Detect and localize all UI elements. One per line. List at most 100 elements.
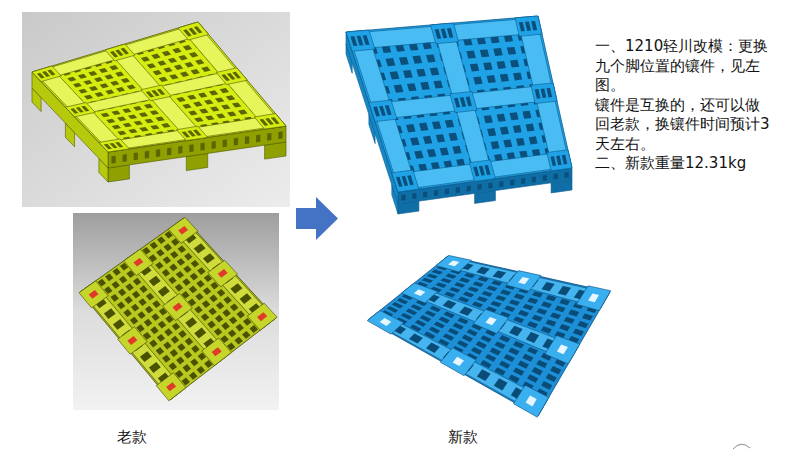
pallet-part [409, 334, 423, 344]
pallet-part [132, 291, 140, 299]
pallet-part [203, 287, 211, 295]
pallet-part [194, 306, 202, 314]
pallet-part [202, 300, 211, 308]
pallet-part [484, 115, 493, 123]
pallet-part [407, 175, 414, 185]
pallet-part [124, 249, 153, 276]
pallet-part [178, 330, 186, 338]
pallet-part [212, 141, 216, 149]
pallet-part [514, 385, 549, 417]
pallet-part [163, 67, 172, 72]
pallet-part [232, 72, 241, 79]
pallet-part [191, 345, 199, 353]
pallet-part [547, 88, 553, 98]
pallet-part [215, 315, 223, 323]
pallet-part [78, 89, 87, 94]
pallet-part [426, 342, 440, 353]
pallet-part [536, 308, 547, 315]
pallet-part [510, 60, 519, 68]
pallet-part [162, 269, 170, 277]
note-line: 天左右。 [595, 134, 655, 154]
pallet-part [439, 317, 450, 324]
pallet-part [178, 146, 182, 154]
pallet-part [95, 92, 104, 97]
pallet-part [115, 72, 124, 77]
pallet-part [476, 341, 487, 349]
pallet-part [493, 48, 502, 56]
render-background [22, 12, 290, 207]
pallet-part [535, 89, 541, 99]
pallet-part [245, 136, 249, 144]
pallet-part [466, 97, 472, 107]
pallet-part [221, 105, 231, 110]
pallet-part [513, 125, 522, 133]
pallet-part [257, 312, 267, 321]
pallet-part [423, 192, 427, 198]
pallet-part [168, 276, 176, 284]
note-line: 回老款，换镶件时间预计3 [595, 114, 770, 134]
pallet-part [412, 193, 416, 199]
pallet-part [177, 258, 185, 266]
pallet-part [399, 57, 409, 65]
pallet-part [169, 74, 178, 79]
pallet-part [495, 295, 506, 301]
pallet-part [387, 306, 398, 313]
pallet-part [368, 256, 610, 416]
pallet-part [127, 336, 137, 345]
pallet-part [407, 83, 417, 91]
pallet-part [79, 281, 108, 308]
pallet-part [386, 58, 396, 66]
pallet-part [414, 289, 425, 296]
caption-label: 新款 [448, 427, 478, 447]
pallet-part [457, 340, 468, 348]
pallet-part [177, 343, 185, 351]
pallet-part [525, 21, 531, 31]
text: 二、新款重量12.31kg [595, 154, 746, 172]
pallet-part [445, 189, 449, 195]
pallet-part [150, 125, 159, 130]
pallet-part [402, 283, 438, 303]
pallet-part [228, 329, 237, 337]
pallet-part [139, 285, 147, 293]
pallet-part [531, 83, 557, 104]
pallet-part [185, 62, 194, 67]
pallet-part [238, 110, 248, 115]
pallet-part [517, 16, 570, 170]
pallet-part [448, 328, 459, 335]
pallet-part [440, 278, 451, 283]
pallet-part [141, 56, 150, 61]
pallet-part [450, 92, 477, 113]
pallet-part [175, 284, 183, 292]
pallet-part [184, 253, 192, 261]
pallet-part [214, 328, 222, 336]
pallet-part [84, 95, 93, 100]
pallet-part [176, 97, 185, 102]
pallet-part [178, 226, 188, 235]
pallet-part [527, 347, 538, 355]
pallet-part [443, 333, 454, 340]
pallet-part [436, 134, 445, 142]
pallet-part [529, 136, 538, 144]
pallet-part [510, 180, 514, 186]
pallet-part [471, 347, 482, 355]
pallet-part [184, 351, 192, 359]
pallet-part [562, 155, 568, 165]
corner-mark [733, 444, 750, 449]
pallet-part [171, 336, 179, 344]
pallet-part [491, 141, 500, 149]
pallet-part [67, 77, 76, 82]
pallet-part [545, 319, 556, 326]
block-arrow [296, 197, 338, 240]
pallet-part [111, 294, 119, 302]
pallet-part [427, 149, 436, 157]
pallet-part [117, 302, 125, 310]
pallet-part [432, 270, 443, 275]
pallet-part [80, 218, 276, 400]
pallet-part [155, 117, 164, 122]
pallet-part [420, 82, 430, 90]
pallet-part [162, 51, 171, 57]
note-line: 二、新款重量12.31kg [595, 153, 746, 173]
pallet-part [112, 125, 121, 129]
pallet-part [478, 184, 482, 190]
